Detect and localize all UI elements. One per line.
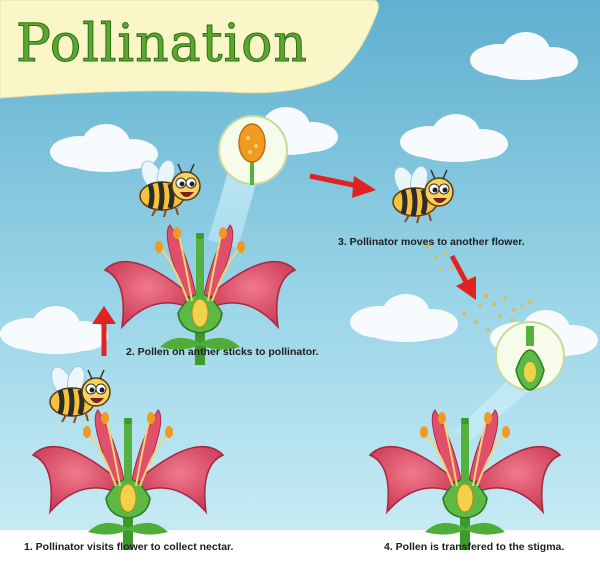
title-banner	[0, 0, 379, 99]
closeup-beam	[454, 380, 532, 440]
arrow-icon	[92, 306, 116, 356]
step-2-label: 2. Pollen on anther sticks to pollinator…	[126, 346, 319, 358]
anther-closeup-head	[238, 123, 266, 163]
step-3-label: 3. Pollinator moves to another flower.	[338, 236, 525, 248]
pollen-trail	[426, 244, 532, 332]
arrow-icon	[449, 254, 476, 300]
step-4-label: 4. Pollen is transfered to the stigma.	[384, 541, 565, 553]
bottom-panel	[0, 530, 600, 564]
arrow-icon	[309, 173, 376, 198]
step-1-label: 1. Pollinator visits flower to collect n…	[24, 541, 234, 553]
page-title: Pollination	[16, 14, 308, 75]
